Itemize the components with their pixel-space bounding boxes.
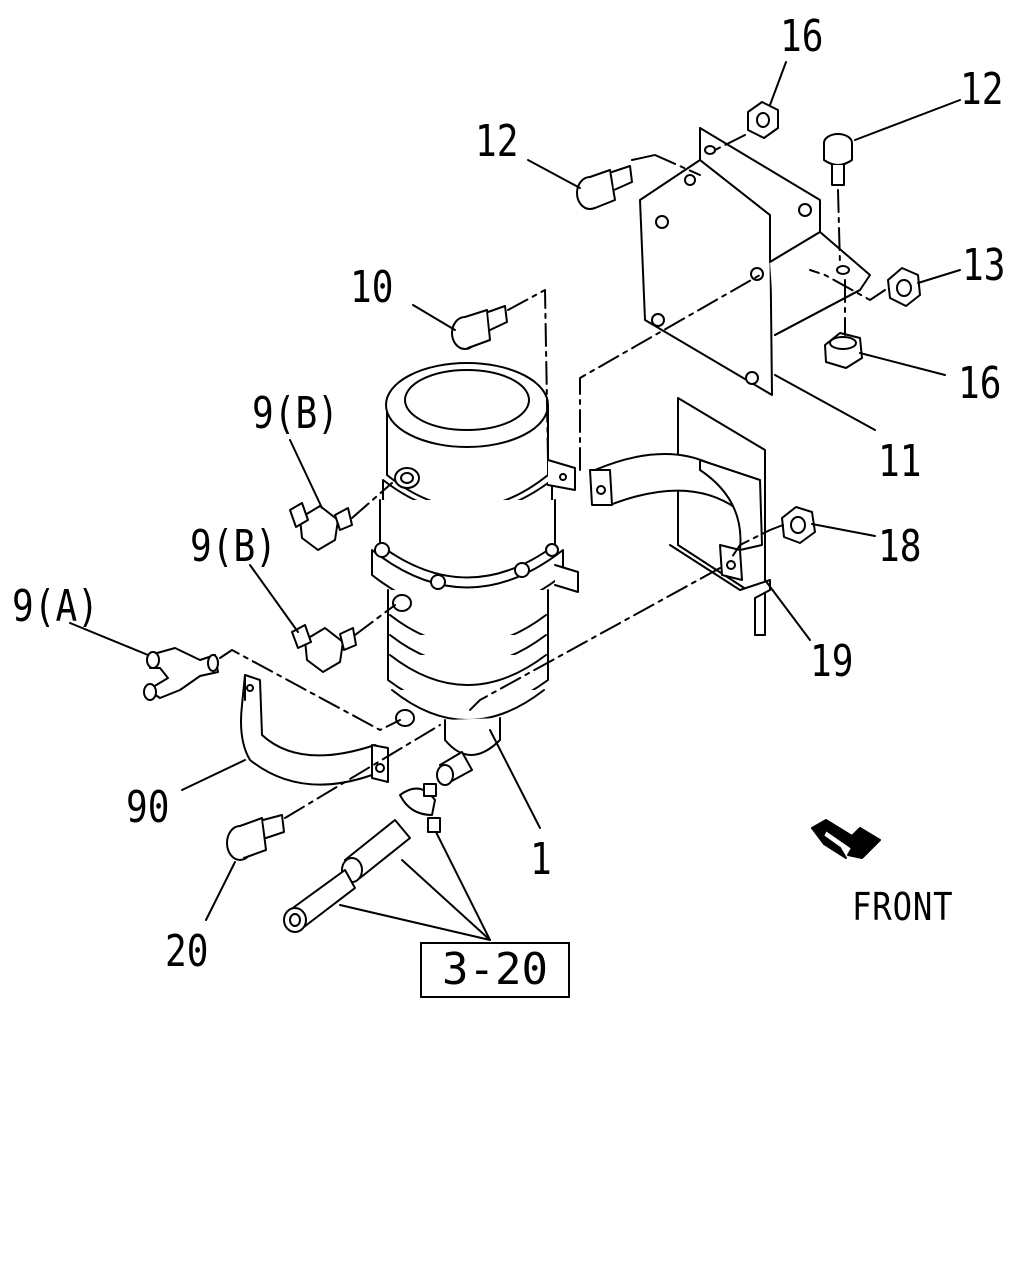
bolt-12-left (577, 166, 632, 209)
callout-20: 20 (165, 926, 209, 977)
front-direction-arrow-icon (812, 820, 880, 858)
elbow-fitting-9b-mid (292, 625, 356, 672)
bolt-12-right (824, 134, 852, 185)
front-label: FRONT (852, 885, 954, 929)
tee-fitting-9a (144, 648, 218, 700)
callout-16-top: 16 (780, 11, 824, 62)
callout-16-right: 16 (958, 358, 1002, 409)
callout-11: 11 (878, 436, 922, 487)
callout-10: 10 (350, 262, 394, 313)
callout-9b-mid: 9(B) (190, 521, 277, 572)
nut-13 (888, 268, 920, 306)
reference-box-3-20[interactable]: 3-20 (420, 942, 570, 998)
mounting-bracket (640, 128, 870, 395)
callout-9a: 9(A) (12, 581, 99, 632)
strap-support-bracket (670, 398, 770, 635)
callout-18: 18 (878, 521, 922, 572)
callout-9b-top: 9(B) (252, 388, 339, 439)
callout-90: 90 (126, 782, 170, 833)
callout-1: 1 (530, 834, 552, 885)
nut-16-lower (825, 333, 862, 368)
callout-12-left: 12 (475, 116, 519, 167)
callout-12-right: 12 (960, 64, 1004, 115)
hose-set (284, 784, 440, 932)
nut-16-top (748, 102, 778, 138)
lower-clamp-band (241, 675, 388, 785)
bolt-20 (227, 815, 284, 860)
bolt-10 (452, 306, 507, 349)
assembly-lines (220, 135, 885, 818)
leader-lines (70, 62, 960, 940)
upper-clamp-band (590, 454, 762, 580)
filter-canister (372, 363, 578, 785)
callout-19: 19 (810, 636, 854, 687)
callout-13: 13 (962, 240, 1006, 291)
elbow-fitting-9b-top (290, 503, 352, 550)
nut-18 (782, 507, 815, 543)
